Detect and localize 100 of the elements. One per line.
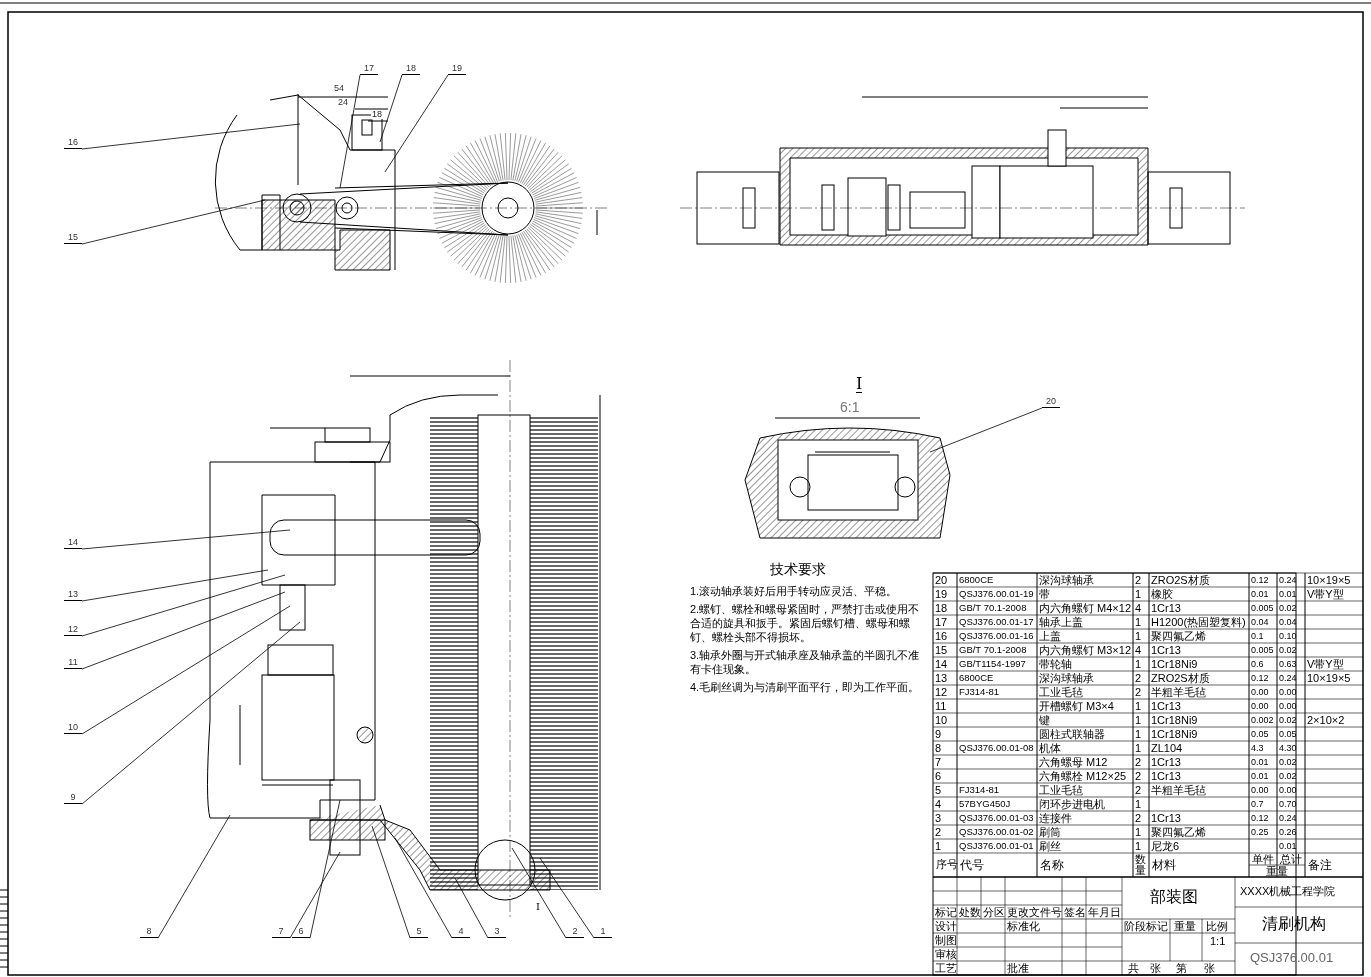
leader-line	[384, 74, 449, 173]
table-text: 1Cr13	[1150, 643, 1182, 657]
table-text: 1Cr13	[1150, 601, 1182, 615]
table-text: 0.24	[1278, 812, 1298, 825]
table-text: 年月日	[1088, 907, 1121, 918]
table-text: 六角螺母 M12	[1038, 755, 1109, 769]
table-text: QSJ376.00.01-08	[958, 741, 1035, 755]
table-text: 1	[1134, 587, 1143, 601]
table-text: 0.12	[1250, 812, 1270, 825]
table-text: 2	[1134, 573, 1143, 587]
title-text: 清刷机构	[1262, 916, 1326, 932]
callout-number: 3	[488, 926, 506, 938]
table-text: 0.12	[1250, 672, 1270, 685]
table-text: 1Cr13	[1150, 755, 1182, 769]
table-text: 1	[1134, 629, 1143, 643]
table-text: 0.002	[1250, 714, 1275, 727]
table-text: 0.05	[1278, 728, 1298, 741]
table-text: 0.02	[1278, 714, 1298, 727]
table-text: 轴承上盖	[1038, 615, 1084, 629]
leader-line	[81, 199, 266, 245]
table-text: 键	[1038, 713, 1051, 727]
table-text: QSJ376.00.01-16	[958, 629, 1035, 643]
table-text: 4.3	[1250, 742, 1265, 755]
table-text: 尼龙6	[1150, 839, 1181, 853]
table-text: 0.25	[1250, 826, 1270, 839]
table-text: 57BYG450J	[958, 797, 1012, 811]
leader-line	[339, 74, 361, 189]
callout-number: 14	[64, 537, 82, 549]
table-text: 更改文件号	[1007, 907, 1062, 918]
table-text: 16	[934, 629, 949, 643]
table-text: 0.7	[1250, 798, 1265, 811]
table-text: 半粗羊毛毡	[1150, 685, 1207, 699]
table-text: 14	[934, 657, 949, 671]
table-text: 0.00	[1250, 784, 1270, 797]
table-header: 材料	[1152, 859, 1176, 871]
table-text: 18	[934, 601, 949, 615]
table-text: 深沟球轴承	[1038, 573, 1095, 587]
callout-number: 12	[64, 624, 82, 636]
table-text: 张	[1150, 963, 1161, 974]
table-text: 工业毛毡	[1038, 685, 1084, 699]
table-text: 1	[1134, 839, 1143, 853]
table-text: ZRO2S材质	[1150, 671, 1211, 685]
callout-number: 11	[64, 657, 82, 669]
table-text: 签名	[1064, 907, 1086, 918]
table-text: 0.02	[1278, 644, 1298, 657]
table-text: 4	[934, 797, 943, 811]
leader-line	[539, 857, 595, 939]
table-text: 17	[934, 615, 949, 629]
table-text: 10×19×5	[1306, 573, 1352, 587]
callout-number: 13	[64, 589, 82, 601]
table-text: 3	[934, 811, 943, 825]
detail-label: I	[856, 376, 863, 393]
table-text: 标准化	[1007, 921, 1040, 932]
leader-line	[81, 605, 291, 735]
table-text: 6	[934, 769, 943, 783]
table-text: GB/T1154-1997	[958, 657, 1027, 671]
callout-number: 19	[448, 63, 466, 75]
table-text: V带Y型	[1306, 657, 1345, 671]
table-text: 11	[934, 699, 948, 713]
title-text: 部装图	[1150, 889, 1198, 905]
table-text: 带	[1038, 587, 1051, 601]
table-text: 0.01	[1250, 756, 1270, 769]
table-text: 0.00	[1250, 686, 1270, 699]
callout-number: 16	[64, 137, 82, 149]
table-header: 数量	[1135, 854, 1146, 876]
table-text: 2	[1134, 783, 1143, 797]
table-text: 0.00	[1278, 784, 1298, 797]
table-text: 19	[934, 587, 949, 601]
table-text: 开槽螺钉 M3×4	[1038, 699, 1115, 713]
table-text: 0.01	[1278, 840, 1298, 853]
table-header: 代号	[960, 859, 984, 871]
table-text: QSJ376.00.01-19	[958, 587, 1035, 601]
table-text: 0.04	[1278, 616, 1298, 629]
callout-number: 18	[402, 63, 420, 75]
leader-line	[81, 574, 286, 637]
table-text: 制图	[935, 935, 957, 946]
table-text: ZL104	[1150, 741, 1184, 755]
callout-number: 2	[566, 926, 584, 938]
scale-text: 6:1	[840, 400, 860, 414]
table-text: 1Cr13	[1150, 769, 1182, 783]
table-text: 内六角螺钉 M3×12	[1038, 643, 1132, 657]
table-text: 10×19×5	[1306, 671, 1352, 685]
table-text: 处数	[959, 907, 981, 918]
table-text: 机体	[1038, 741, 1062, 755]
leader-line	[157, 814, 231, 939]
requirement-text: 1.滚动轴承装好后用手转动应灵活、平稳。	[690, 584, 899, 598]
table-text: 0.00	[1278, 686, 1298, 699]
table-text: 刷丝	[1038, 839, 1062, 853]
table-text: 1	[1134, 727, 1143, 741]
table-text: 2×10×2	[1306, 713, 1346, 727]
table-text: QSJ376.00.01-02	[958, 825, 1035, 839]
title-text: XXXX机械工程学院	[1240, 886, 1336, 897]
table-text: 0.005	[1250, 602, 1275, 615]
leader-line	[81, 569, 269, 602]
table-text: 工艺	[935, 963, 957, 974]
table-text: 1	[1134, 741, 1143, 755]
table-text: 4	[1134, 601, 1143, 615]
leader-line	[454, 877, 489, 939]
table-text: 上盖	[1038, 629, 1062, 643]
table-text: 1Cr18Ni9	[1150, 713, 1199, 727]
